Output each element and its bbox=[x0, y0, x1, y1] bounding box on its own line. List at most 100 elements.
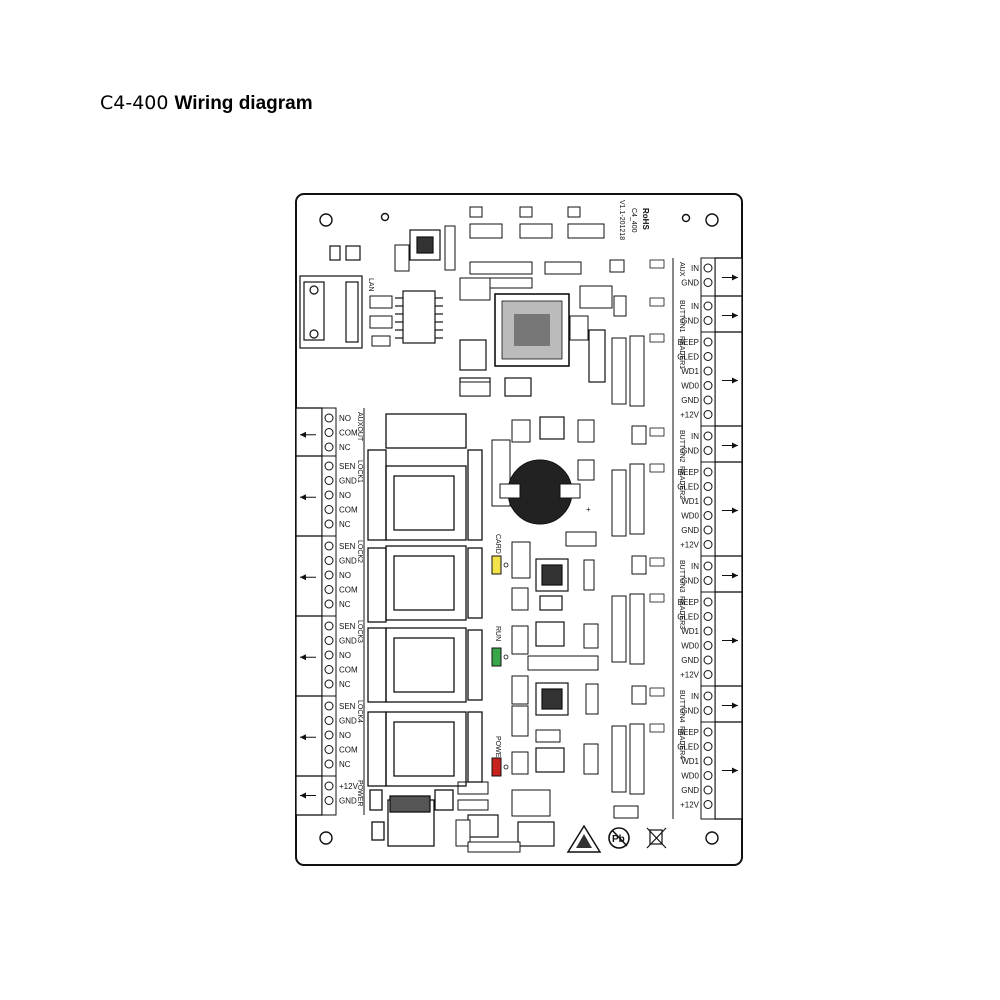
screw-terminal bbox=[703, 316, 713, 325]
top-ic bbox=[409, 229, 441, 261]
led-indicator bbox=[491, 757, 502, 777]
pin-label: IN bbox=[691, 692, 699, 701]
pin-label: WD0 bbox=[681, 772, 699, 781]
screw-terminal bbox=[703, 771, 713, 780]
screw-terminal bbox=[703, 446, 713, 455]
screw-terminal bbox=[324, 796, 334, 805]
network-chip bbox=[395, 290, 443, 344]
group-label: LOCK1 bbox=[356, 460, 363, 483]
group-label: READER2 bbox=[678, 466, 685, 499]
svg-text:Pb: Pb bbox=[612, 834, 625, 845]
smd-resistor bbox=[649, 259, 665, 269]
screw-terminal bbox=[703, 337, 713, 347]
screw-terminal bbox=[703, 511, 713, 520]
pin-label: GND bbox=[681, 656, 699, 665]
pin-label: WD1 bbox=[681, 757, 699, 766]
screw-terminal bbox=[324, 413, 334, 423]
mounting-holes bbox=[319, 212, 719, 845]
pin-label: NO bbox=[339, 731, 351, 740]
led-pin bbox=[503, 562, 509, 568]
pin-label: GND bbox=[681, 396, 699, 405]
screw-terminal bbox=[324, 490, 334, 500]
pin-label: IN bbox=[691, 432, 699, 441]
group-label: LOCK3 bbox=[356, 620, 363, 643]
group-label: BUTTON4 bbox=[678, 690, 685, 723]
screw-terminal bbox=[324, 428, 334, 437]
pin-label: NO bbox=[339, 571, 351, 580]
screw-terminal bbox=[324, 701, 334, 711]
pin-label: COM bbox=[339, 666, 358, 675]
screw-terminal bbox=[703, 482, 713, 491]
arrow-head bbox=[300, 431, 306, 438]
screw-terminal bbox=[703, 800, 713, 809]
arrow-head bbox=[732, 572, 738, 579]
pin-label: BEEP bbox=[678, 338, 699, 347]
battery-plus: + bbox=[586, 505, 591, 514]
weee-bin-icon bbox=[646, 827, 667, 849]
led-run: RUN bbox=[491, 626, 509, 667]
pin-label: WD1 bbox=[681, 497, 699, 506]
screw-terminal bbox=[703, 641, 713, 650]
lan-label: LAN bbox=[367, 278, 374, 292]
pin-label: WD1 bbox=[681, 627, 699, 636]
smd-resistor bbox=[649, 593, 665, 603]
group-label: BUTTON2 bbox=[678, 430, 685, 463]
pin-label: NO bbox=[339, 414, 351, 423]
led-label: POWER bbox=[494, 736, 501, 762]
coin-battery: + bbox=[499, 459, 591, 525]
group-label: BUTTON1 bbox=[678, 300, 685, 333]
pin-label: NO bbox=[339, 651, 351, 660]
screw-terminal bbox=[703, 626, 713, 636]
arrow-head bbox=[732, 767, 738, 774]
pin-label: GND bbox=[681, 447, 699, 456]
left-terminals: NOCOMNCAUXOUTSENGNDNOCOMNCLOCK1SENGNDNOC… bbox=[295, 407, 365, 816]
arrow-head bbox=[732, 312, 738, 319]
screw-terminal bbox=[324, 599, 334, 609]
right-terminals: INGNDAUXINGNDBUTTON1BEEPGLEDWD1WD0GND+12… bbox=[649, 257, 743, 820]
group-label: READER4 bbox=[678, 726, 685, 759]
pin-label: SEN bbox=[339, 622, 356, 631]
pin-label: GND bbox=[681, 526, 699, 535]
screw-terminal bbox=[703, 410, 713, 419]
smd-resistor bbox=[649, 333, 665, 343]
smd-resistor bbox=[649, 687, 665, 697]
group-label: POWER bbox=[356, 780, 363, 806]
pin-label: WD0 bbox=[681, 512, 699, 521]
group-label: READER3 bbox=[678, 596, 685, 629]
pin-label: +12V bbox=[339, 782, 359, 791]
screw-terminal bbox=[324, 679, 334, 689]
screw-terminal bbox=[703, 727, 713, 737]
screw-terminal bbox=[703, 670, 713, 679]
arrow-head bbox=[732, 637, 738, 644]
rohs-label: RoHS bbox=[641, 208, 650, 230]
pin-label: GND bbox=[681, 707, 699, 716]
pin-label: BEEP bbox=[678, 468, 699, 477]
screw-terminal bbox=[703, 467, 713, 477]
pin-label: GND bbox=[681, 577, 699, 586]
screw-terminal bbox=[324, 505, 334, 514]
screw-terminal bbox=[703, 576, 713, 585]
pin-label: COM bbox=[339, 746, 358, 755]
pin-label: GND bbox=[339, 797, 357, 806]
group-label: AUXOUT bbox=[356, 412, 363, 442]
led-pin bbox=[503, 764, 509, 770]
smd-resistor bbox=[649, 297, 665, 307]
pb-free-icon: Pb bbox=[608, 827, 630, 849]
board-name: C4_400 bbox=[630, 208, 637, 233]
screw-terminal bbox=[703, 706, 713, 715]
pin-label: IN bbox=[691, 562, 699, 571]
arrow-head bbox=[300, 574, 306, 581]
pin-label: BEEP bbox=[678, 598, 699, 607]
pin-label: NC bbox=[339, 443, 351, 452]
pin-label: SEN bbox=[339, 462, 356, 471]
pin-label: NO bbox=[339, 491, 351, 500]
screw-terminal bbox=[703, 278, 713, 287]
screw-terminal bbox=[324, 716, 334, 725]
led-indicator bbox=[491, 555, 502, 575]
